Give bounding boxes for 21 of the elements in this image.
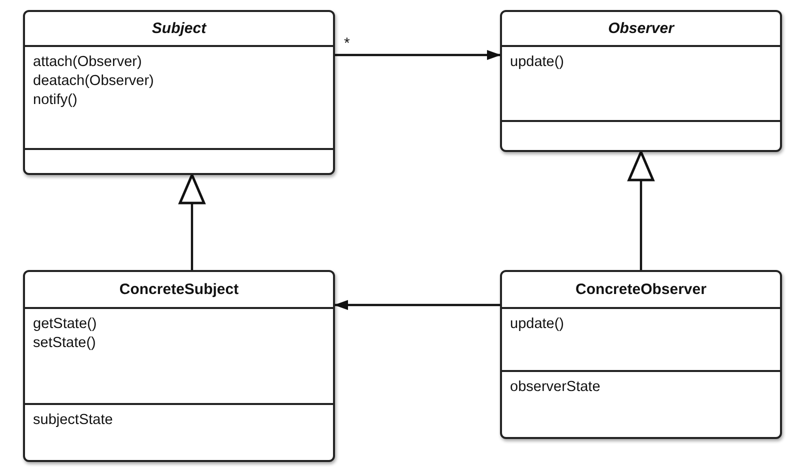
method-text: deatach(Observer): [33, 72, 155, 91]
class-box: [500, 10, 782, 152]
method-text: getState(): [33, 315, 98, 334]
class-name: Observer: [608, 20, 674, 38]
class-box: [23, 10, 335, 175]
inheritance-arrow: [628, 150, 654, 270]
class-box: [23, 270, 335, 462]
method-text: attach(Observer): [33, 53, 143, 72]
method-text: setState(): [33, 334, 97, 353]
class-name: Subject: [152, 20, 206, 38]
class-name: ConcreteObserver: [576, 280, 706, 298]
association-arrow: [334, 300, 500, 310]
inheritance-arrow: [178, 174, 206, 270]
class-box: [500, 270, 782, 439]
method-text: update(): [510, 315, 566, 334]
class-name: ConcreteSubject: [119, 280, 239, 298]
method-text: update(): [510, 53, 566, 72]
attribute-text: subjectState: [33, 411, 114, 430]
attribute-text: observerState: [510, 378, 602, 397]
association-arrow: [335, 50, 501, 60]
method-text: notify(): [33, 91, 78, 110]
